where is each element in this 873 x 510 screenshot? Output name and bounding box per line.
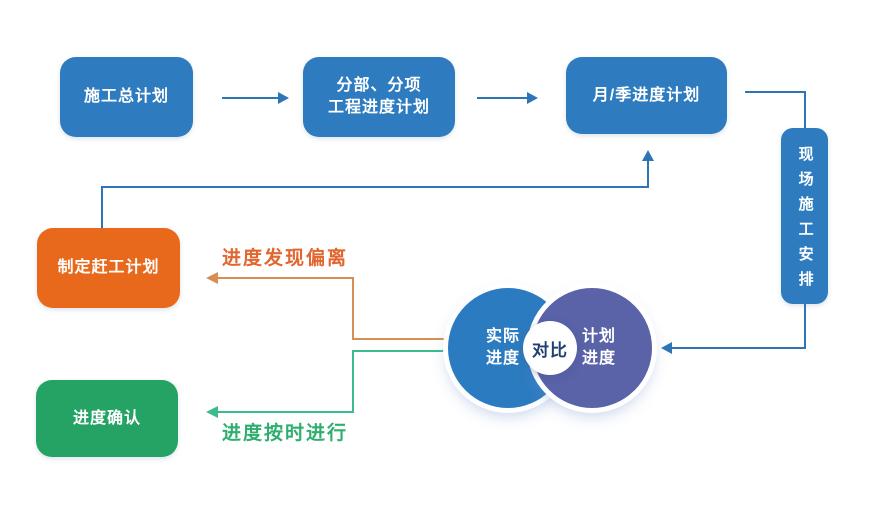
connector-line bbox=[101, 186, 649, 188]
connector-line bbox=[352, 350, 354, 413]
node-site-arrangement-label: 现场施工安排 bbox=[796, 146, 814, 296]
connector-line bbox=[101, 187, 103, 228]
arrowhead-up-icon bbox=[642, 150, 654, 161]
node-master-plan-label: 施工总计划 bbox=[83, 88, 169, 106]
connector-line bbox=[804, 91, 806, 129]
venn-planned-label: 计划 进度 bbox=[568, 326, 616, 371]
node-sub-plan: 分部、分项 工程进度计划 bbox=[303, 57, 455, 137]
node-sub-plan-line2: 工程进度计划 bbox=[327, 99, 430, 116]
connector-line bbox=[647, 160, 649, 188]
node-site-arrangement: 现场施工安排 bbox=[781, 128, 828, 304]
arrowhead-left-icon bbox=[206, 272, 218, 284]
venn-compare-badge: 对比 bbox=[523, 321, 577, 375]
connector-line bbox=[672, 347, 806, 349]
arrowhead-left-icon bbox=[206, 406, 218, 418]
node-master-plan: 施工总计划 bbox=[60, 57, 193, 137]
node-sub-plan-line1: 分部、分项 bbox=[336, 77, 422, 95]
connector-line bbox=[804, 303, 806, 348]
node-rush-plan: 制定赶工计划 bbox=[37, 228, 180, 308]
node-progress-confirm: 进度确认 bbox=[36, 380, 178, 457]
arrow-line bbox=[477, 97, 528, 99]
connector-line bbox=[352, 278, 354, 340]
connector-line bbox=[352, 338, 447, 340]
arrowhead-right-icon bbox=[527, 92, 538, 104]
venn-planned-line2: 进度 bbox=[581, 350, 616, 367]
arrow-line bbox=[222, 97, 280, 99]
connector-line bbox=[745, 91, 806, 93]
node-rush-plan-label: 制定赶工计划 bbox=[57, 259, 160, 277]
venn-planned-line1: 计划 bbox=[581, 327, 616, 345]
label-on-time: 进度按时进行 bbox=[222, 423, 349, 444]
connector-line bbox=[217, 411, 354, 413]
venn-actual-label: 实际 进度 bbox=[486, 326, 530, 371]
label-deviation: 进度发现偏离 bbox=[222, 248, 349, 269]
node-sub-plan-label: 分部、分项 工程进度计划 bbox=[328, 75, 430, 118]
venn-compare-label: 对比 bbox=[532, 340, 568, 360]
node-monthly-plan: 月/季进度计划 bbox=[566, 57, 727, 134]
node-progress-confirm-label: 进度确认 bbox=[72, 409, 141, 427]
node-monthly-plan-label: 月/季进度计划 bbox=[592, 86, 701, 104]
arrowhead-left-icon bbox=[661, 342, 672, 354]
arrowhead-right-icon bbox=[278, 92, 289, 104]
venn-actual-line1: 实际 bbox=[485, 327, 520, 345]
connector-line bbox=[217, 277, 354, 279]
connector-line bbox=[352, 350, 447, 352]
venn-actual-line2: 进度 bbox=[485, 350, 520, 367]
